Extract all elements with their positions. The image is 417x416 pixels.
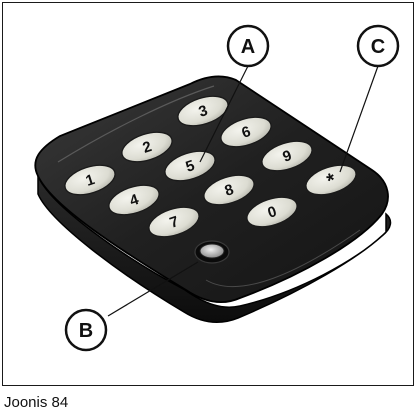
- key-star: *: [305, 164, 357, 196]
- callout-a-label: A: [241, 36, 255, 58]
- key-3: 3: [177, 95, 229, 127]
- callout-b: B: [64, 308, 108, 352]
- keypad-body-highlight: [57, 85, 215, 163]
- key-6: 6: [220, 116, 272, 148]
- key-7: 7: [148, 206, 200, 238]
- key-5: 5: [164, 150, 216, 182]
- leader-line-b: [107, 261, 199, 317]
- key-4: 4: [108, 184, 160, 216]
- leader-line-c: [339, 65, 379, 173]
- led-indicator: [194, 240, 230, 264]
- key-9: 9: [261, 140, 313, 172]
- key-0: 0: [246, 196, 298, 228]
- leader-line-a: [199, 65, 249, 163]
- callout-c-label: C: [371, 36, 385, 58]
- keypad-body-edge-line: [205, 229, 361, 288]
- key-1: 1: [64, 164, 116, 196]
- key-2: 2: [121, 131, 173, 163]
- callout-c: C: [356, 24, 400, 68]
- leader-lines: [107, 65, 379, 317]
- key-8: 8: [203, 174, 255, 206]
- keys: 3 6 2 9 5 1 8 *: [64, 95, 357, 238]
- figure-caption: Joonis 84: [4, 394, 69, 411]
- callout-b-label: B: [79, 320, 93, 342]
- callout-a: A: [226, 24, 270, 68]
